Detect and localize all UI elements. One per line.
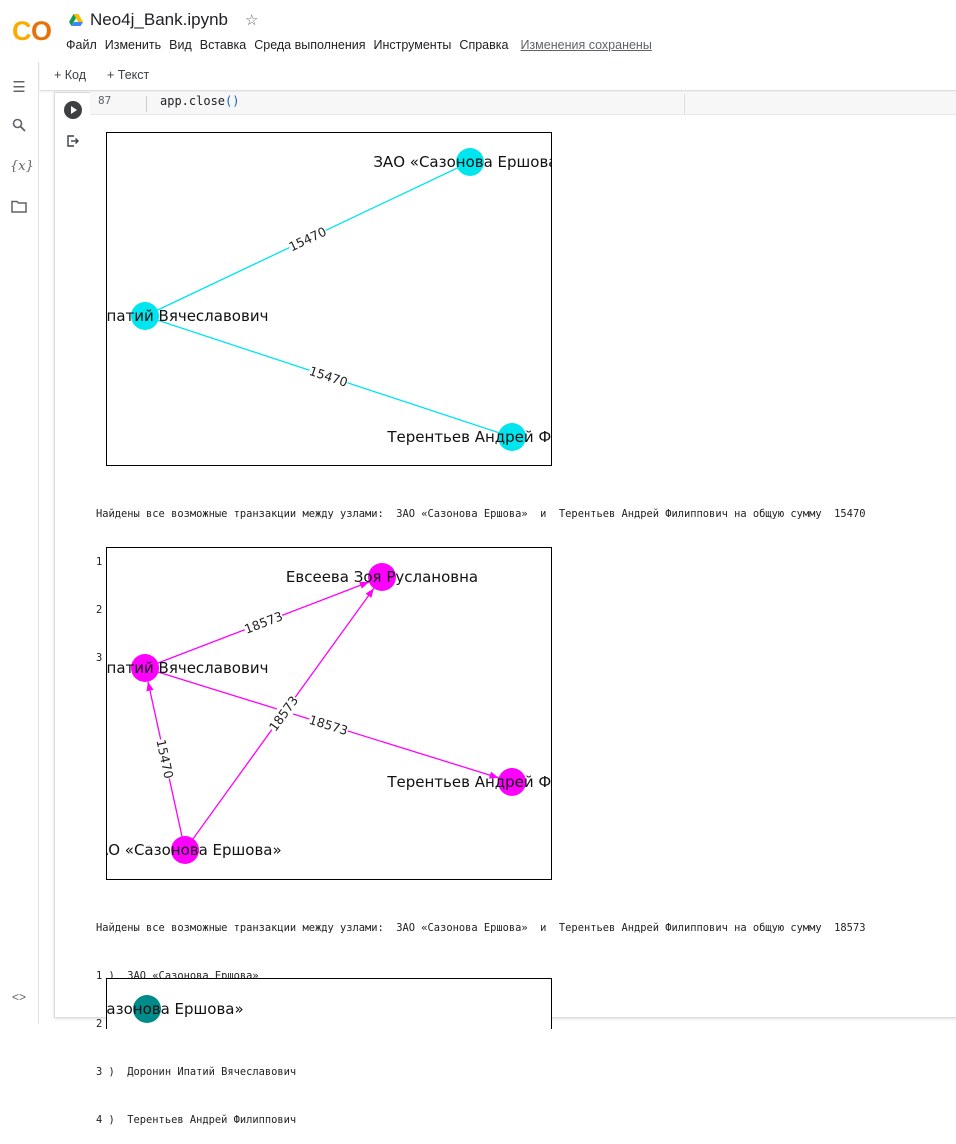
graph-plot-3-svg: ЗАО «Сазонова Ершова» (107, 995, 244, 1023)
files-icon[interactable] (10, 200, 28, 218)
gutter-divider (146, 96, 147, 112)
graph-node (133, 995, 161, 1023)
summary-line: Найдены все возможные транзакции между у… (96, 922, 866, 934)
notebook-name[interactable]: Neo4j_Bank.ipynb (90, 10, 228, 29)
node-label: Терентьев Андрей Филиппович (386, 428, 551, 446)
node-label: ЗАО «Сазонова Ершова» (373, 153, 551, 171)
svg-text:C: C (12, 16, 32, 46)
menu-view[interactable]: Вид (169, 38, 192, 52)
menu-file[interactable]: Файл (66, 38, 97, 52)
edge-label-group: 15470 (307, 362, 350, 391)
add-code-button[interactable]: + Код (54, 68, 87, 82)
node-label: Терентьев Андрей Филиппович (386, 773, 551, 791)
graph-node (456, 148, 484, 176)
node-label: ЗАО «Сазонова Ершова» (107, 841, 282, 859)
node-label: Евсеева Зоя Руслановна (286, 568, 478, 586)
table-of-contents-icon[interactable]: ☰ (12, 79, 26, 96)
graph-plot-3: ЗАО «Сазонова Ершова» (106, 978, 552, 1029)
left-sidebar: ☰ {x} <> (0, 62, 39, 1024)
edge-label: 15470 (307, 363, 350, 390)
node-label: Доронин Ипатий Вячеславович (107, 659, 268, 677)
add-text-button[interactable]: + Текст (107, 68, 150, 82)
menu-bar: Файл Изменить Вид Вставка Среда выполнен… (66, 38, 660, 52)
edge-label-group: 15470 (152, 737, 178, 781)
saved-status-link[interactable]: Изменения сохранены (520, 38, 652, 52)
path-item: 3 ) Доронин Ипатий Вячеславович (96, 1066, 297, 1078)
code-paren: () (225, 94, 240, 108)
notebook-title-bar: Neo4j_Bank.ipynb ☆ (69, 10, 258, 30)
code-snippets-icon[interactable]: <> (11, 990, 26, 1004)
menu-tools[interactable]: Инструменты (373, 38, 452, 52)
graph-node (131, 654, 159, 682)
edge-label: 18573 (307, 712, 349, 738)
menu-runtime[interactable]: Среда выполнения (254, 38, 366, 52)
node-label: ЗАО «Сазонова Ершова» (107, 1000, 244, 1018)
graph-node (498, 768, 526, 796)
edge-label: 15470 (286, 224, 328, 255)
edge-label-group: 18573 (241, 607, 286, 638)
output-menu-icon[interactable] (66, 134, 80, 148)
menu-edit[interactable]: Изменить (104, 38, 162, 52)
graph-plot-1: 15470 15470 ЗАО «Сазонова Ершова» Доронин И… (106, 132, 552, 466)
line-number: 87 (98, 94, 112, 107)
edge-label: 18573 (242, 608, 284, 636)
edge-label-group: 18573 (265, 692, 302, 735)
menu-insert[interactable]: Вставка (199, 38, 247, 52)
colab-logo[interactable]: C O (12, 12, 56, 46)
search-icon[interactable] (10, 118, 28, 136)
play-icon (71, 106, 77, 114)
star-icon[interactable]: ☆ (244, 12, 259, 29)
graph-node (498, 423, 526, 451)
cell-toolbar: + Код + Текст (40, 62, 956, 91)
run-cell-button[interactable] (64, 101, 82, 119)
code-editor[interactable] (90, 92, 956, 115)
edge-label: 18573 (266, 693, 301, 734)
code-text: app.close (160, 94, 226, 108)
graph-plot-1-svg: 15470 15470 ЗАО «Сазонова Ершова» Доронин И… (107, 148, 551, 451)
google-drive-icon (69, 14, 83, 26)
variables-icon[interactable]: {x} (10, 159, 34, 174)
graph-node (131, 302, 159, 330)
ruler-guide (684, 94, 685, 114)
edge-label-group: 18573 (307, 711, 350, 739)
graph-node (368, 563, 396, 591)
path-item: 4 ) Терентьев Андрей Филиппович (96, 1114, 297, 1126)
node-label: Доронин Ипатий Вячеславович (107, 307, 268, 325)
edge-label-group: 15470 (286, 223, 329, 255)
graph-node (171, 836, 199, 864)
summary-line: Найдены все возможные транзакции между у… (96, 508, 866, 520)
menu-help[interactable]: Справка (459, 38, 509, 52)
svg-text:O: O (31, 16, 52, 46)
code-line[interactable]: app.close() (160, 94, 239, 108)
